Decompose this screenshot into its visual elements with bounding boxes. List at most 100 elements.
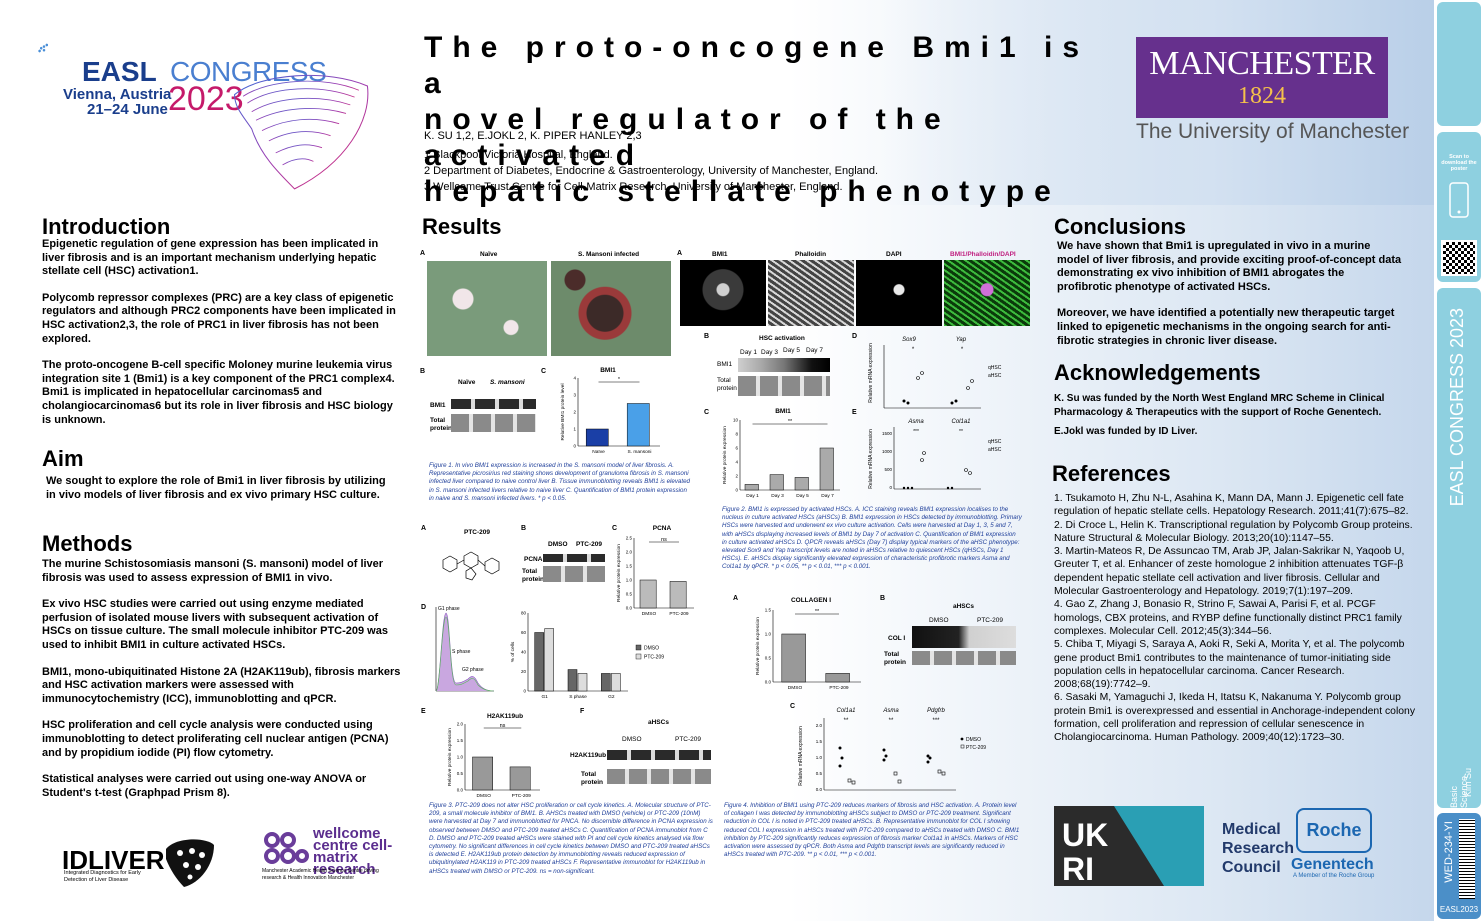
gene-label: Asma bbox=[907, 419, 924, 425]
intro-paragraph: Epigenetic regulation of gene expression… bbox=[42, 238, 379, 278]
aim-body: We sought to explore the role of Bmi1 in… bbox=[46, 475, 386, 501]
data-point bbox=[937, 769, 942, 774]
gene-label: Sox9 bbox=[902, 337, 916, 343]
fig1-mansoni-label: S. Mansoni infected bbox=[578, 251, 640, 258]
data-point bbox=[950, 401, 954, 405]
data-point bbox=[840, 756, 844, 760]
fig3-f-h2ak-row: H2AK119ub bbox=[570, 752, 607, 759]
strip-scan-box: Scan to download the poster bbox=[1437, 132, 1481, 282]
x-tick-label: S. mansoni bbox=[628, 449, 652, 455]
y-tick-label: 4 bbox=[735, 460, 738, 465]
poster-title: The proto-oncogene Bmi1 is a novel regul… bbox=[424, 30, 1124, 210]
bar bbox=[794, 477, 809, 491]
bar bbox=[601, 673, 611, 692]
chart-title: BMI1 bbox=[600, 367, 616, 374]
y-axis-label: Relative mRNA expression bbox=[868, 429, 874, 489]
data-point bbox=[893, 771, 898, 776]
data-point bbox=[922, 451, 926, 455]
data-point bbox=[916, 376, 920, 380]
references-heading: References bbox=[1052, 461, 1171, 486]
strip-code: WED-234-YI bbox=[1443, 821, 1455, 883]
y-tick: 1.0 bbox=[816, 755, 823, 760]
data-point bbox=[906, 486, 910, 490]
y-axis-label: Relative mRNA expression bbox=[798, 726, 804, 786]
fig2-icc-dapi bbox=[856, 260, 942, 326]
fig2-blot-row-bmi1: BMI1 bbox=[717, 361, 733, 368]
y-tick-label: 1 bbox=[573, 427, 576, 432]
conclusions-paragraph: We have shown that Bmi1 is upregulated i… bbox=[1057, 240, 1402, 293]
phase-label: S phase bbox=[452, 649, 471, 655]
introduction-body: Epigenetic regulation of gene expression… bbox=[42, 238, 402, 440]
y-tick-label: 0.0 bbox=[626, 606, 633, 611]
bar bbox=[585, 428, 609, 447]
bar bbox=[825, 673, 850, 683]
fig3-f-dmso: DMSO bbox=[622, 736, 642, 743]
histogram-curve bbox=[435, 616, 495, 692]
significance-marker: * bbox=[618, 377, 621, 383]
conclusions-paragraph: Moreover, we have identified a potential… bbox=[1057, 307, 1395, 347]
reference-item: 4. Gao Z, Zhang J, Bonasio R, Strino F, … bbox=[1054, 599, 1402, 637]
significance-marker: * bbox=[912, 347, 915, 353]
fig2-day5: Day 5 bbox=[783, 347, 800, 354]
significance-marker: ** bbox=[815, 609, 820, 615]
acknowledgements-body: K. Su was funded by the North West Engla… bbox=[1054, 392, 1404, 452]
fig2-qpcr-d-chart: Sox9 Yap Relative mRNA expression * * qH… bbox=[868, 337, 1002, 409]
fig3-f-h2ak-blot bbox=[607, 750, 711, 760]
reference-item: 1. Tsukamoto H, Zhu N-L, Asahina K, Mann… bbox=[1054, 493, 1409, 518]
y-tick: 1.5 bbox=[816, 739, 823, 744]
data-point bbox=[847, 778, 852, 783]
data-point bbox=[970, 379, 974, 383]
bar bbox=[577, 673, 588, 692]
bar bbox=[769, 474, 784, 491]
fig2-icc-merge bbox=[944, 260, 1030, 326]
bar bbox=[626, 403, 650, 447]
fig4-b-ptc: PTC-209 bbox=[977, 617, 1004, 624]
fig1-blot-naive: Naïve bbox=[458, 379, 476, 386]
data-point bbox=[902, 399, 906, 403]
y-tick-label: 2 bbox=[573, 410, 576, 415]
x-tick-label: PTC-209 bbox=[829, 685, 849, 691]
y-tick: 2.0 bbox=[816, 723, 823, 728]
bar bbox=[819, 447, 834, 491]
gene-label: Asma bbox=[882, 708, 899, 714]
y-axis-label: Relative protein expression bbox=[447, 728, 453, 786]
significance-marker: ** bbox=[788, 419, 793, 425]
y-axis-label: Relative BMI1 protein level bbox=[560, 383, 566, 440]
y-axis-label: Relative mRNA expression bbox=[868, 343, 874, 403]
qr-code[interactable] bbox=[1441, 240, 1477, 276]
y-tick-label: 1.5 bbox=[626, 564, 633, 569]
y-tick-label: 40 bbox=[521, 650, 527, 655]
affiliation-2: 2 Department of Diabetes, Endocrine & Ga… bbox=[424, 165, 879, 177]
data-point bbox=[838, 746, 842, 750]
y-tick-label: 1.5 bbox=[457, 738, 464, 743]
scan-text: Scan to download the poster bbox=[1441, 154, 1477, 172]
fig2-icc-phalloidin bbox=[768, 260, 854, 326]
fig3-panel-e-label: E bbox=[421, 708, 426, 715]
fig2-panel-a-label: A bbox=[677, 250, 683, 257]
y-tick-label: 1.0 bbox=[626, 578, 633, 583]
y-tick: 500 bbox=[884, 467, 892, 472]
fig3-f-total-blot bbox=[607, 769, 711, 784]
manchester-subtitle: The University of Manchester bbox=[1136, 120, 1410, 143]
ack-paragraph: E.Jokl was funded by ID Liver. bbox=[1054, 426, 1198, 438]
data-point bbox=[926, 754, 930, 758]
data-point bbox=[941, 771, 946, 776]
liver-illustration bbox=[234, 74, 369, 190]
wellcome-icon bbox=[264, 832, 309, 864]
strip-info-box: EASL CONGRESS 2023 Basic Science Kim Su bbox=[1437, 288, 1481, 808]
svg-text:UK: UK bbox=[1062, 817, 1108, 853]
legend-swatch bbox=[635, 644, 642, 651]
fig4-b-col-row: COL I bbox=[888, 635, 906, 642]
manchester-logo: MANCHESTER 1824 bbox=[1136, 37, 1388, 118]
fig2-channel-phalloidin: Phalloidin bbox=[795, 251, 827, 258]
reference-item: 3. Martin-Mateos R, De Assuncao TM, Arab… bbox=[1054, 546, 1405, 598]
significance-marker: ** bbox=[959, 429, 963, 435]
data-point bbox=[906, 401, 910, 405]
data-points bbox=[902, 451, 972, 490]
fig1-blot-total bbox=[451, 414, 536, 432]
chart-title: PCNA bbox=[653, 525, 672, 532]
y-tick-label: 3 bbox=[573, 393, 576, 398]
bar bbox=[472, 756, 493, 791]
x-tick-label: G1 bbox=[541, 694, 548, 700]
